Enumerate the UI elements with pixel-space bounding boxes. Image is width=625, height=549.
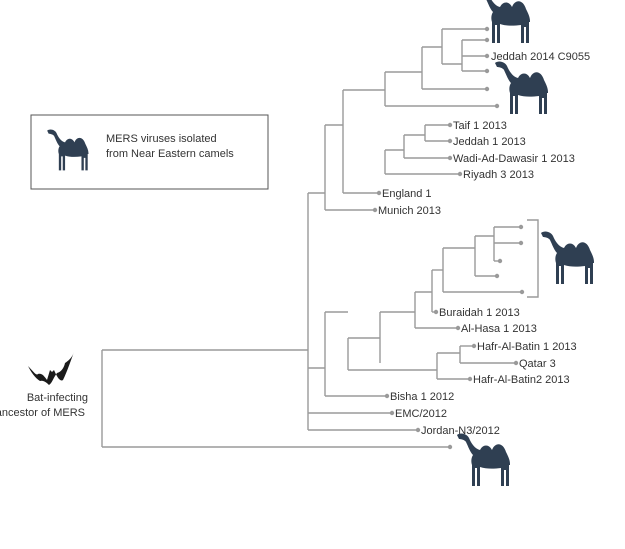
bat-icon (28, 352, 74, 385)
camel-icon (477, 0, 530, 43)
legend-text-line2: from Near Eastern camels (106, 148, 234, 160)
taxon-label: Jeddah 1 2013 (453, 136, 526, 148)
root-label-line1: Bat-infecting (27, 392, 88, 404)
taxon-label: Buraidah 1 2013 (439, 307, 520, 319)
legend-text-line1: MERS viruses isolated (106, 133, 217, 145)
taxon-label: Hafr-Al-Batin 1 2013 (477, 341, 577, 353)
legend: MERS viruses isolated from Near Eastern … (30, 114, 269, 190)
taxon-label: Wadi-Ad-Dawasir 1 2013 (453, 153, 575, 165)
taxon-label: Al-Hasa 1 2013 (461, 323, 537, 335)
taxon-label: Munich 2013 (378, 205, 441, 217)
tip-labels: Jeddah 2014 C9055 Taif 1 2013 Jeddah 1 2… (378, 51, 590, 437)
tree-branches (101, 28, 539, 448)
taxon-label: England 1 (382, 188, 432, 200)
taxon-label: Bisha 1 2012 (390, 391, 454, 403)
taxon-label: Riyadh 3 2013 (463, 169, 534, 181)
taxon-label: Jordan-N3/2012 (421, 425, 500, 437)
camel-icon (541, 231, 594, 284)
tip-dots (372, 26, 525, 450)
camel-icon (495, 61, 548, 114)
taxon-label: Taif 1 2013 (453, 120, 507, 132)
taxon-label: Hafr-Al-Batin2 2013 (473, 374, 570, 386)
taxon-label: Jeddah 2014 C9055 (491, 51, 590, 63)
root-label-line2: ancestor of MERS (0, 407, 85, 419)
camel-icon (457, 433, 510, 486)
taxon-label: EMC/2012 (395, 408, 447, 420)
taxon-label: Qatar 3 (519, 358, 556, 370)
